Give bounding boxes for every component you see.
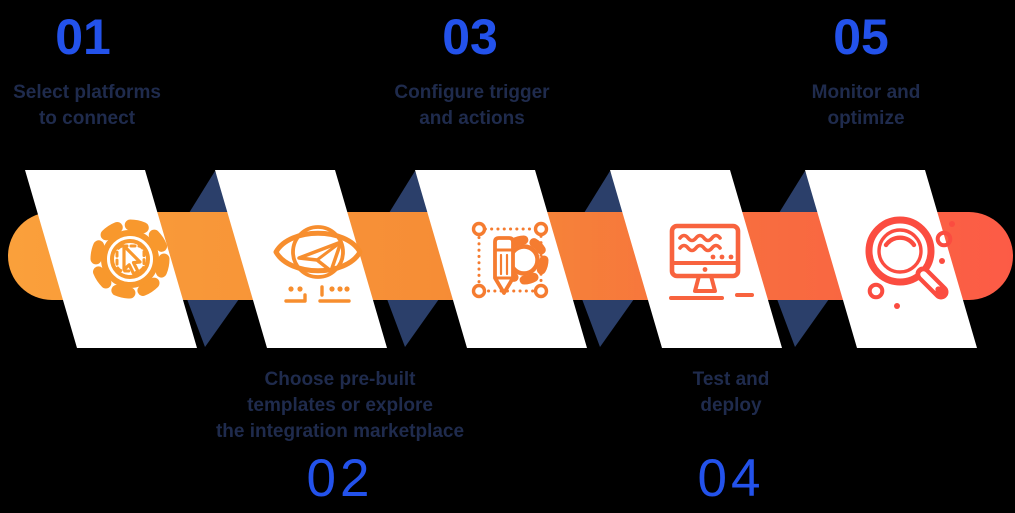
- step-1-label: Select platforms to connect: [13, 82, 161, 129]
- fold-triangle: [777, 299, 829, 347]
- fold-triangle: [187, 299, 239, 347]
- eye-send-icon: [273, 225, 363, 303]
- step-3-number: 03: [442, 9, 498, 65]
- fold-triangle: [387, 299, 439, 347]
- step-2-number: 02: [306, 449, 374, 508]
- magnifier-icon: [865, 216, 955, 309]
- step-1-number: 01: [55, 9, 111, 65]
- ribbon-back-folds: [187, 171, 829, 347]
- step-5-number: 05: [833, 9, 889, 65]
- step-3-label: Configure trigger and actions: [394, 82, 550, 129]
- ribbon-face-4: [610, 170, 782, 348]
- fold-triangle: [389, 171, 432, 213]
- monitor-icon: [669, 223, 754, 300]
- step-4-label: Test and deploy: [692, 369, 770, 416]
- fold-triangle: [582, 299, 634, 347]
- step-4-number: 04: [697, 449, 765, 508]
- fold-triangle: [584, 171, 627, 213]
- step-5-label: Monitor and optimize: [811, 82, 921, 129]
- ribbon-face-5: [805, 170, 977, 348]
- pencil-gear-frame-icon: [471, 221, 549, 299]
- fold-triangle: [779, 171, 822, 213]
- gear-cursor-icon: [90, 219, 170, 299]
- fold-triangle: [189, 171, 232, 213]
- step-2-label: Choose pre-built templates or explore th…: [215, 369, 465, 442]
